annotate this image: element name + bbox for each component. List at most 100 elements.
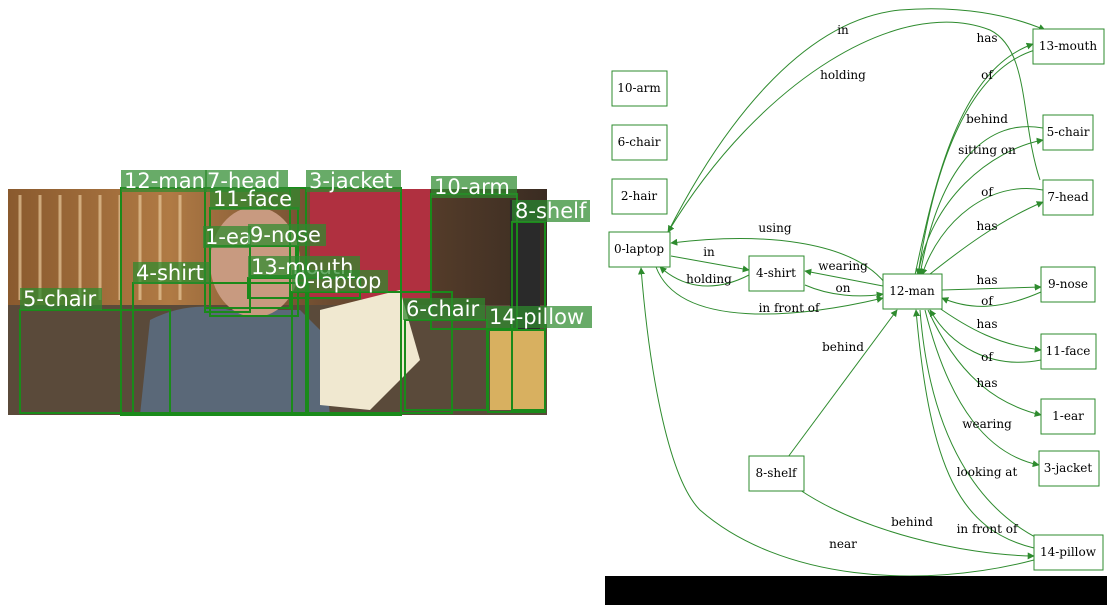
node-label: 0-laptop — [614, 242, 664, 256]
edge-label-behind-chair: behind — [966, 112, 1008, 126]
node-label: 1-ear — [1052, 409, 1084, 423]
bbox-label-bg — [403, 298, 485, 320]
bbox-label-11-face: 11-face — [210, 187, 300, 211]
edge-label-sitting-on: sitting on — [958, 143, 1016, 157]
bbox-label-bg — [431, 176, 517, 198]
edge-label-behind-pillow: behind — [891, 515, 933, 529]
edge-label-looking-at: looking at — [957, 465, 1018, 479]
edge-label-of-head: of — [981, 185, 994, 199]
node-13-mouth: 13-mouth — [1032, 28, 1105, 65]
bbox-label-8-shelf: 8-shelf — [512, 199, 590, 223]
bbox-label-5-chair: 5-chair — [20, 287, 102, 311]
edge-has-mouth — [914, 42, 1034, 276]
node-box — [611, 124, 668, 161]
bottom-black-bar — [605, 576, 1107, 605]
edge-has-ear — [927, 309, 1042, 417]
bbox-label-6-chair: 6-chair — [403, 297, 485, 321]
node-label: 6-chair — [618, 135, 661, 149]
node-label: 5-chair — [1047, 125, 1090, 139]
edge-in-shirt — [670, 255, 750, 273]
node-label: 7-head — [1047, 190, 1089, 204]
edge-label-has-head: has — [976, 219, 997, 233]
node-box — [1040, 333, 1097, 370]
node-0-laptop: 0-laptop — [608, 231, 671, 268]
edge-in-mouth — [667, 8, 1046, 233]
node-box — [611, 178, 668, 215]
bbox-label-text: 10-arm — [434, 175, 510, 199]
edge-label-behind-shelf: behind — [822, 340, 864, 354]
node-10-arm: 10-arm — [611, 70, 668, 107]
bbox-label-bg — [133, 262, 210, 284]
graph-nodes: 10-arm 6-chair 2-hair 0-laptop 4-shirt 1… — [608, 28, 1105, 571]
node-box — [1038, 450, 1100, 487]
bbox-label-bg — [512, 200, 590, 222]
node-label: 13-mouth — [1039, 39, 1097, 53]
edge-label-of-mouth: of — [981, 68, 994, 82]
bbox-label-14-pillow: 14-pillow — [486, 305, 592, 329]
edge-label-in-shirt: in — [703, 245, 715, 259]
bbox-label-bg — [210, 188, 300, 210]
bbox-labels: 12-man 7-head 3-jacket 10-arm 11-face 8-… — [20, 169, 592, 329]
edge-label-has-face: has — [976, 317, 997, 331]
edge-label-in-front-of: in front of — [759, 301, 821, 315]
node-label: 12-man — [889, 284, 935, 298]
bbox-14-pillow — [487, 329, 546, 413]
bbox-label-text: 12-man — [124, 169, 205, 193]
node-3-jacket: 3-jacket — [1038, 450, 1100, 487]
edge-label-in-front-of-pillow: in front of — [957, 522, 1019, 536]
edge-wearing-shirt — [804, 268, 884, 287]
node-14-pillow: 14-pillow — [1033, 534, 1104, 571]
edge-of-head — [920, 188, 1044, 276]
edge-label-of-face: of — [981, 350, 994, 364]
edge-of-face — [929, 309, 1042, 363]
node-box — [748, 455, 805, 492]
node-9-nose: 9-nose — [1040, 266, 1096, 303]
bbox-label-text: 9-nose — [250, 223, 321, 247]
node-label: 8-shelf — [756, 466, 799, 480]
bbox-label-bg — [203, 226, 251, 248]
edge-looking-at — [919, 309, 1042, 541]
edge-behind-chair — [917, 126, 1044, 276]
node-label: 4-shirt — [756, 266, 796, 280]
edge-in-front-of — [655, 266, 884, 315]
bbox-label-bg — [121, 170, 207, 192]
edge-label-wearing-jacket: wearing — [962, 417, 1012, 431]
node-box — [1042, 114, 1094, 151]
edge-label-near: near — [829, 537, 857, 551]
node-box — [1042, 179, 1094, 216]
bbox-label-10-arm: 10-arm — [431, 175, 517, 199]
edge-has-nose — [941, 283, 1042, 291]
node-label: 9-nose — [1048, 277, 1088, 291]
laptop-figure — [320, 290, 420, 410]
node-label: 3-jacket — [1044, 461, 1093, 475]
graph-edges — [638, 8, 1046, 577]
node-box — [1032, 28, 1105, 65]
edge-near — [638, 267, 1035, 577]
edge-label-has-nose: has — [976, 273, 997, 287]
edge-label-on: on — [836, 281, 851, 295]
bbox-label-bg — [292, 270, 388, 292]
edge-behind-pillow — [799, 489, 1035, 560]
node-2-hair: 2-hair — [611, 178, 668, 215]
edge-holding-mid — [659, 266, 750, 287]
edge-has-face — [934, 304, 1042, 353]
edge-in-front-of-pillow — [913, 309, 1035, 549]
edge-label-wearing-shirt: wearing — [818, 259, 868, 273]
node-box — [611, 70, 668, 107]
bbox-label-4-shirt: 4-shirt — [133, 261, 210, 285]
node-label: 10-arm — [617, 81, 661, 95]
node-5-chair: 5-chair — [1042, 114, 1094, 151]
edge-using — [670, 238, 886, 284]
node-1-ear: 1-ear — [1040, 398, 1096, 435]
bbox-label-text: 8-shelf — [515, 199, 587, 223]
node-box — [1040, 398, 1096, 435]
bbox-label-text: 14-pillow — [489, 305, 584, 329]
node-12-man: 12-man — [882, 273, 943, 310]
node-box — [1033, 534, 1104, 571]
node-label: 2-hair — [621, 189, 657, 203]
pillow-figure — [490, 330, 545, 410]
edge-label-using: using — [758, 221, 791, 235]
node-label: 11-face — [1046, 344, 1091, 358]
edge-label-holding-mid: holding — [686, 272, 732, 286]
